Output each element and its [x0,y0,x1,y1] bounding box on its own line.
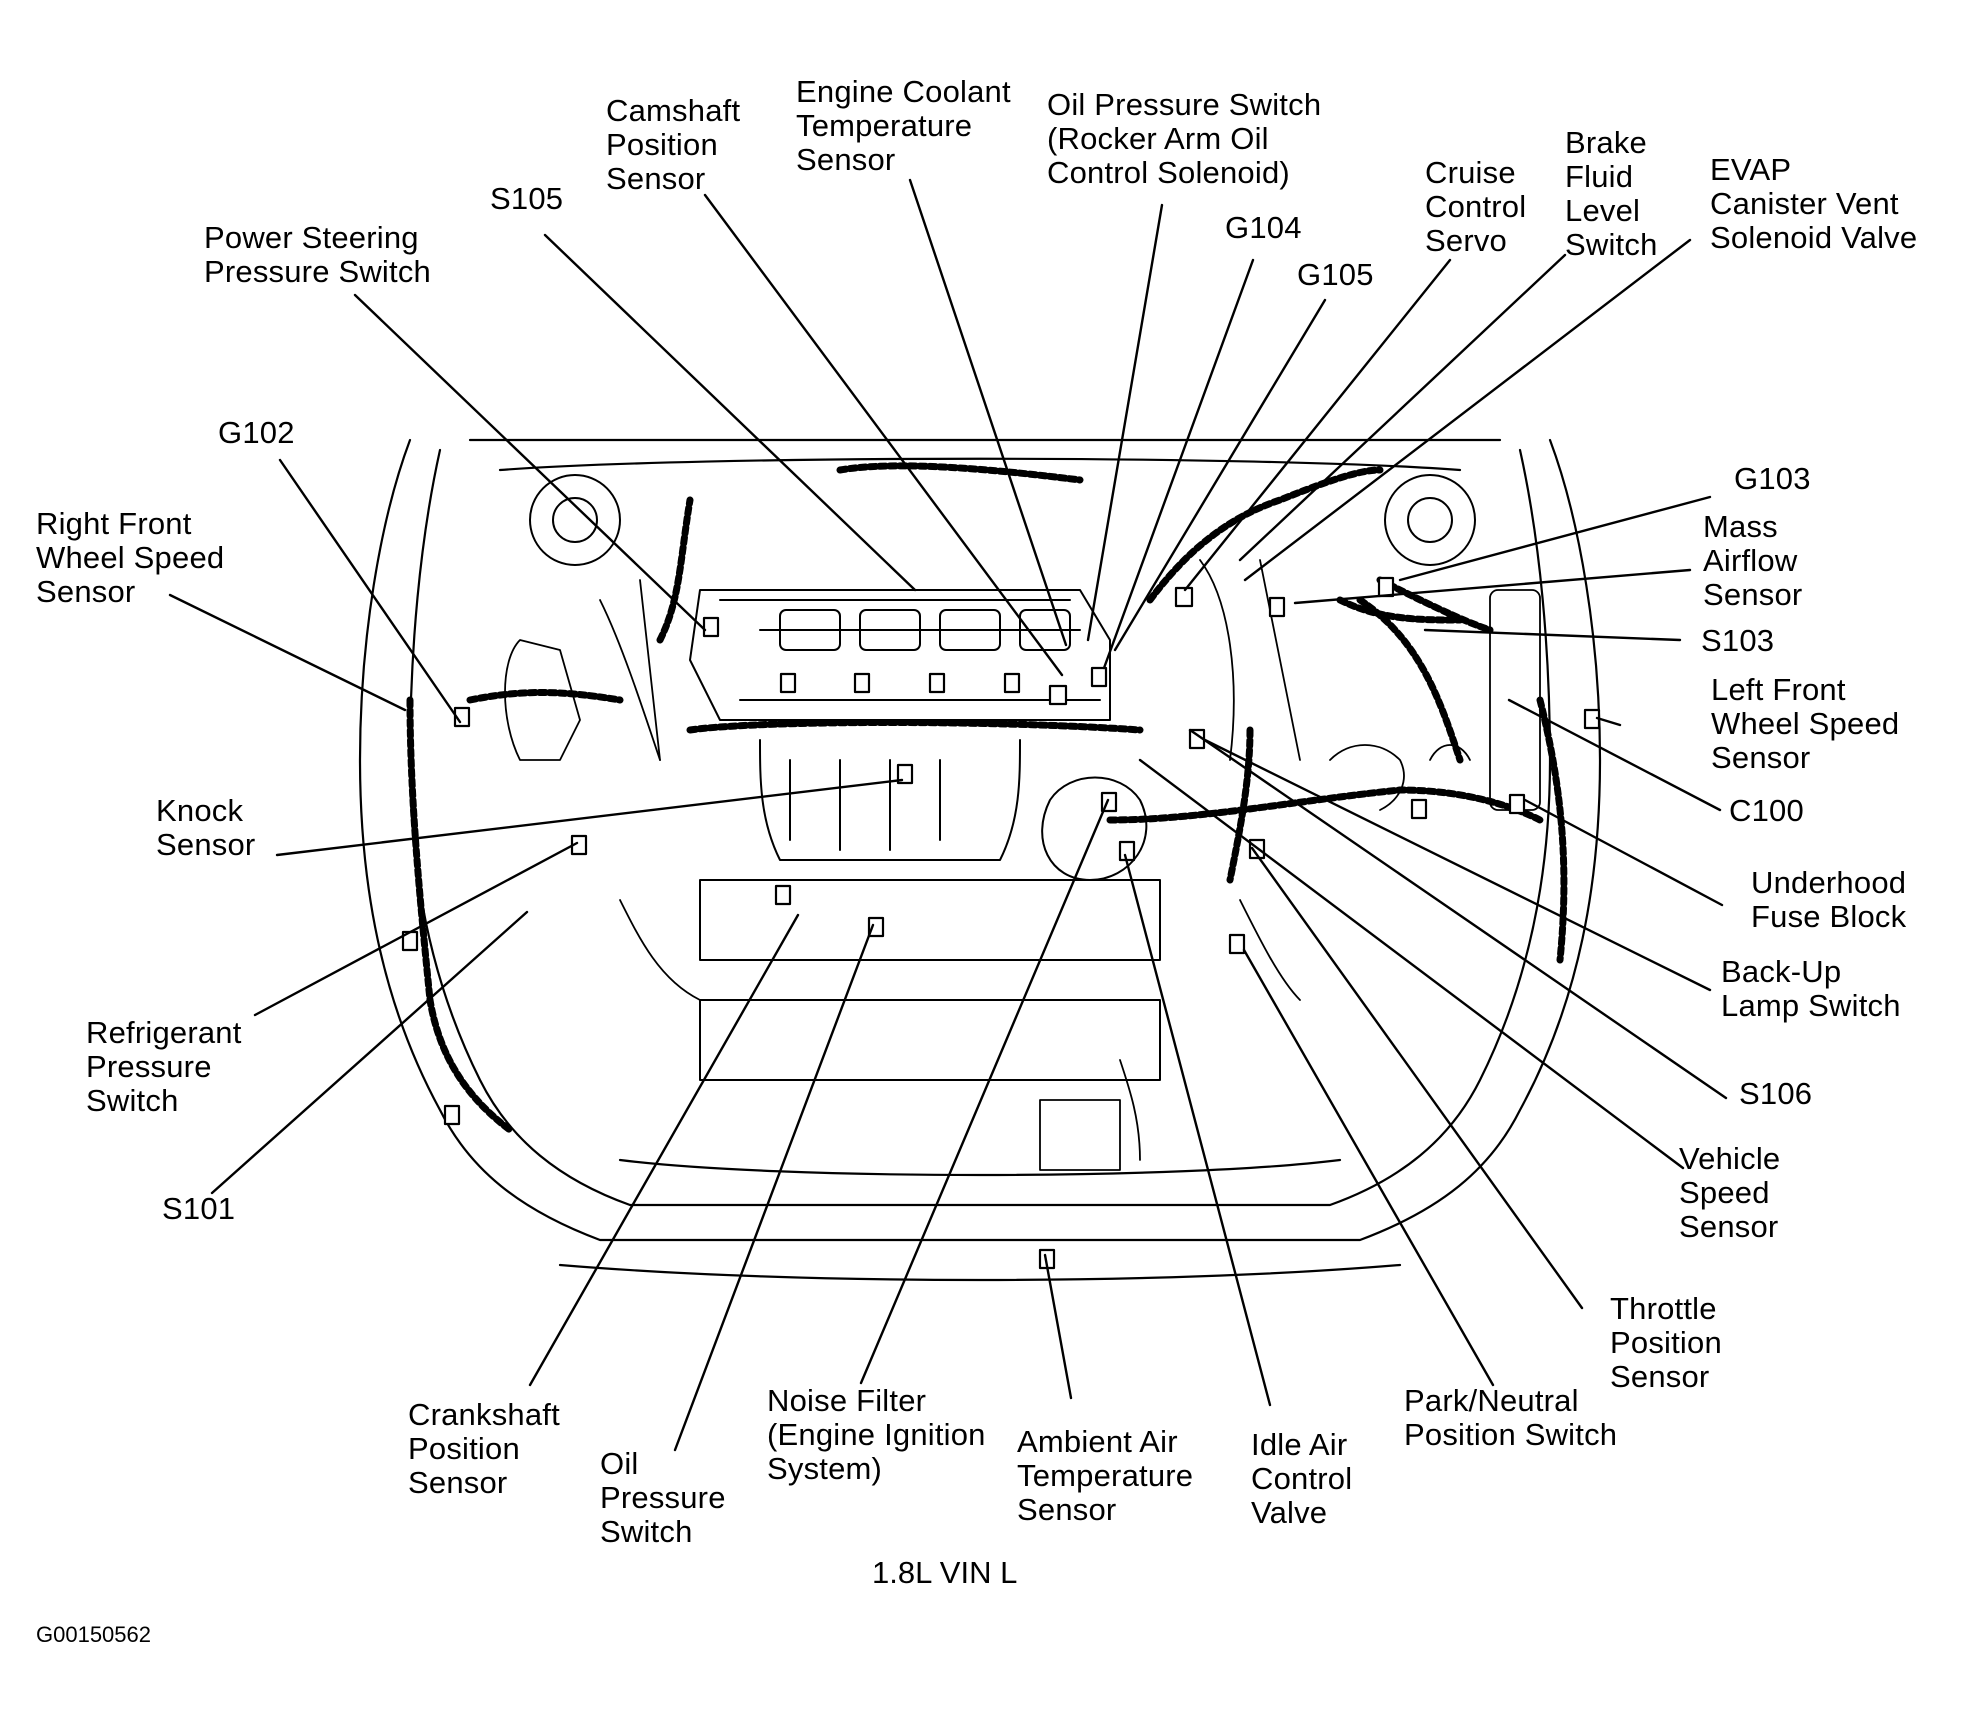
label-evap-canister-vent-solenoid-valve: EVAP Canister Vent Solenoid Valve [1710,152,1918,255]
label-park-neutral-position-switch: Park/Neutral Position Switch [1404,1383,1618,1452]
label-camshaft-position-sensor: Camshaft Position Sensor [606,93,741,196]
label-throttle-position-sensor: Throttle Position Sensor [1610,1291,1722,1394]
label-s103: S103 [1701,623,1775,658]
leader-lines [168,178,1728,1452]
label-oil-pressure-switch: Oil Pressure Switch [600,1446,726,1549]
label-s105: S105 [490,181,564,216]
figure-id: G00150562 [36,1622,151,1647]
label-back-up-lamp-switch: Back-Up Lamp Switch [1721,954,1901,1023]
strut-towers [529,474,1476,566]
label-knock-sensor: Knock Sensor [156,793,256,862]
label-oil-pressure-switch-rocker-arm: Oil Pressure Switch (Rocker Arm Oil Cont… [1047,87,1322,190]
wiring-harness [406,462,1568,1134]
label-idle-air-control-valve: Idle Air Control Valve [1251,1427,1353,1530]
label-left-front-wheel-speed-sensor: Left Front Wheel Speed Sensor [1711,672,1900,775]
label-s101: S101 [162,1191,236,1226]
label-ambient-air-temperature-sensor: Ambient Air Temperature Sensor [1017,1424,1194,1527]
label-crankshaft-position-sensor: Crankshaft Position Sensor [408,1397,560,1500]
label-g104: G104 [1225,210,1302,245]
label-right-front-wheel-speed-sensor: Right Front Wheel Speed Sensor [36,506,225,609]
connectors [401,576,1601,1270]
diagram-caption: 1.8L VIN L [872,1555,1018,1590]
label-brake-fluid-level-switch: Brake Fluid Level Switch [1565,125,1658,262]
label-mass-airflow-sensor: Mass Airflow Sensor [1703,509,1803,612]
label-noise-filter: Noise Filter (Engine Ignition System) [767,1383,986,1486]
label-underhood-fuse-block: Underhood Fuse Block [1751,865,1907,934]
label-refrigerant-pressure-switch: Refrigerant Pressure Switch [86,1015,242,1118]
label-cruise-control-servo: Cruise Control Servo [1425,155,1527,258]
engine-block [689,589,1161,1081]
label-g102: G102 [218,415,295,450]
label-g103: G103 [1734,461,1811,496]
label-c100: C100 [1729,793,1804,828]
label-vehicle-speed-sensor: Vehicle Speed Sensor [1679,1141,1781,1244]
label-engine-coolant-temperature-sensor: Engine Coolant Temperature Sensor [796,74,1011,177]
label-g105: G105 [1297,257,1374,292]
label-s106: S106 [1739,1076,1813,1111]
label-power-steering-pressure-switch: Power Steering Pressure Switch [204,220,431,289]
